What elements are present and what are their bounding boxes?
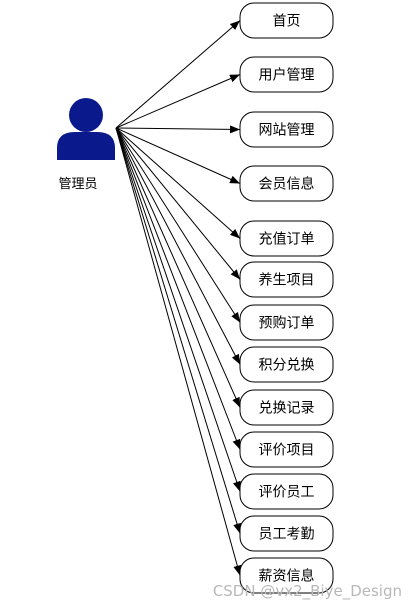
edge-arrow [115,74,241,129]
node-label: 评价项目 [259,443,315,459]
node-box [239,389,334,426]
use-case-node: 预购订单 [239,304,334,341]
node-label: 用户管理 [259,67,315,84]
use-case-node: 首页 [239,2,334,39]
node-box [239,515,334,552]
node-box [239,56,334,93]
edge-arrow [115,125,241,134]
use-case-node: 评价员工 [239,473,334,510]
use-case-node: 网站管理 [239,111,334,148]
edge-arrow [115,127,241,534]
edge-arrow [115,127,241,365]
node-label: 薪资信息 [259,568,315,585]
node-label: 员工考勤 [259,527,315,543]
node-label: 评价员工 [259,485,315,501]
use-case-node: 用户管理 [239,56,334,93]
use-case-node: 会员信息 [239,165,334,202]
edge-arrow [115,127,241,239]
node-box [239,473,334,510]
node-label: 预购订单 [259,316,315,332]
watermark: CSDN @vx2_Biye_Design [212,582,402,600]
node-box [239,261,334,298]
node-list: 首页用户管理网站管理会员信息充值订单养生项目预购订单积分兑换兑换记录评价项目评价… [239,2,334,594]
node-label: 首页 [273,14,301,30]
node-box [239,304,334,341]
edge-arrow [115,127,241,184]
use-case-node: 养生项目 [239,261,334,298]
node-box [239,220,334,257]
edge-arrow [115,127,241,323]
user-icon [57,98,115,160]
edge-arrow [115,127,241,408]
edge-arrow [115,20,241,129]
edges [115,20,242,576]
node-label: 积分兑换 [259,357,315,374]
edge-arrow [115,127,241,492]
use-case-node: 兑换记录 [239,389,334,426]
node-label: 充值订单 [259,232,315,248]
node-box [239,557,334,594]
actor-label: 管理员 [58,177,97,192]
node-label: 兑换记录 [259,400,315,417]
node-label: 网站管理 [259,123,315,139]
use-case-node: 积分兑换 [239,346,334,383]
node-label: 养生项目 [259,273,315,289]
node-box [239,111,334,148]
node-box [239,431,334,468]
edge-arrow [115,127,242,576]
use-case-node: 评价项目 [239,431,334,468]
node-box [239,2,334,39]
use-case-node: 充值订单 [239,220,334,257]
node-box [239,165,334,202]
use-case-node: 薪资信息 [239,557,334,594]
node-label: 会员信息 [259,176,315,193]
actor-admin: 管理员 [57,98,115,192]
use-case-node: 员工考勤 [239,515,334,552]
edge-arrow [115,127,241,450]
node-box [239,346,334,383]
edge-arrow [115,127,241,280]
